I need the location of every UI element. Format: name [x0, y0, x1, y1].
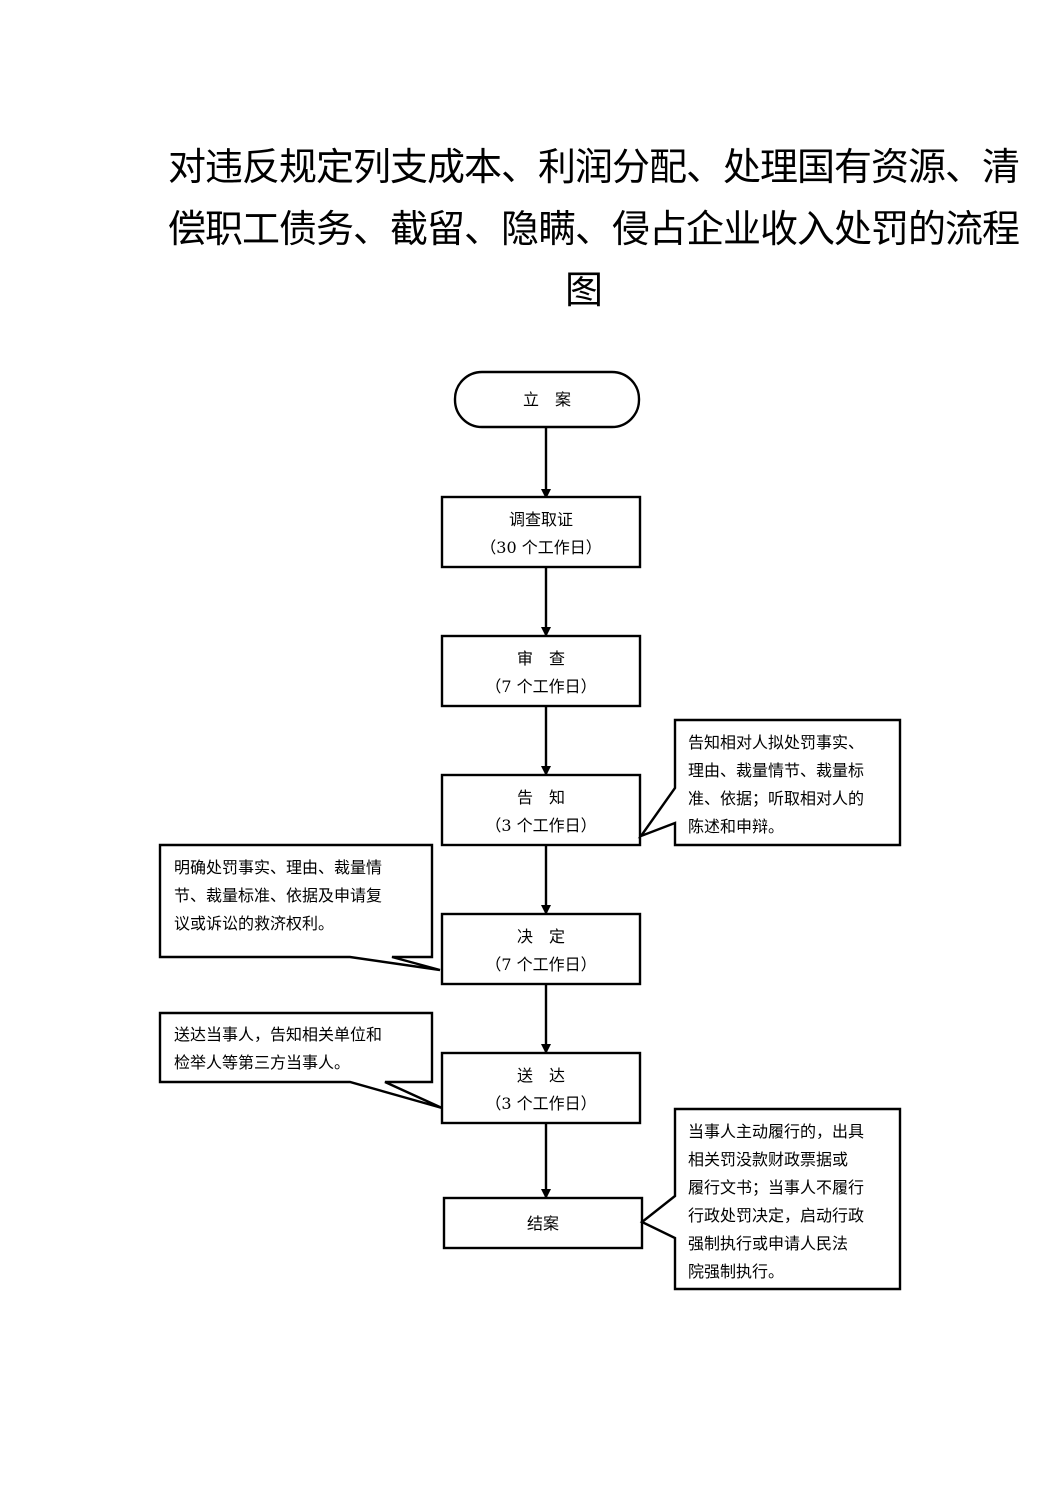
note-notify-line-1: 告知相对人拟处罚事实、	[688, 733, 864, 752]
note-close-line-4: 行政处罚决定，启动行政	[688, 1206, 864, 1225]
step-start-label: 立 案	[523, 390, 571, 409]
note-deliver-line-1: 送达当事人，告知相关单位和	[174, 1025, 382, 1044]
step-review: 审 查 （7 个工作日）	[440, 634, 642, 708]
step-investigation-label: 调查取证	[509, 510, 573, 529]
step-review-duration: （7 个工作日）	[485, 677, 596, 696]
note-notify-line-2: 理由、裁量情节、裁量标	[688, 761, 864, 780]
note-close-line-3: 履行文书；当事人不履行	[688, 1178, 864, 1197]
note-decide: 明确处罚事实、理由、裁量情 节、裁量标准、依据及申请复 议或诉讼的救济权利。	[158, 843, 441, 972]
step-start: 立 案	[453, 370, 641, 429]
page-title-line-1: 对违反规定列支成本、利润分配、处理国有资源、清	[168, 145, 1020, 189]
note-decide-line-2: 节、裁量标准、依据及申请复	[174, 886, 382, 905]
note-close: 当事人主动履行的，出具 相关罚没款财政票据或 履行文书；当事人不履行 行政处罚决…	[639, 1107, 902, 1291]
step-decide-duration: （7 个工作日）	[485, 955, 596, 974]
note-decide-line-1: 明确处罚事实、理由、裁量情	[174, 858, 382, 877]
step-investigation-duration: （30 个工作日）	[480, 538, 601, 557]
step-deliver: 送 达 （3 个工作日）	[440, 1051, 642, 1125]
step-review-label: 审 查	[517, 649, 565, 668]
note-close-line-6: 院强制执行。	[688, 1262, 784, 1281]
note-deliver: 送达当事人，告知相关单位和 检举人等第三方当事人。	[158, 1011, 443, 1110]
step-investigation: 调查取证 （30 个工作日）	[440, 495, 642, 569]
note-notify-line-4: 陈述和申辩。	[688, 817, 784, 836]
step-deliver-duration: （3 个工作日）	[485, 1094, 596, 1113]
step-close: 结案	[442, 1196, 644, 1250]
note-notify: 告知相对人拟处罚事实、 理由、裁量情节、裁量标 准、依据；听取相对人的 陈述和申…	[637, 718, 902, 847]
step-notify-duration: （3 个工作日）	[485, 816, 596, 835]
note-decide-line-3: 议或诉讼的救济权利。	[174, 914, 334, 933]
step-decide-label: 决 定	[517, 927, 565, 946]
note-close-line-5: 强制执行或申请人民法	[688, 1234, 848, 1253]
step-deliver-label: 送 达	[517, 1066, 565, 1085]
step-notify: 告 知 （3 个工作日）	[440, 773, 642, 847]
note-deliver-line-2: 检举人等第三方当事人。	[174, 1053, 350, 1072]
note-notify-line-3: 准、依据；听取相对人的	[688, 789, 864, 808]
page-title-line-2: 偿职工债务、截留、隐瞒、侵占企业收入处罚的流程	[168, 207, 1020, 251]
step-notify-label: 告 知	[517, 788, 565, 807]
note-close-line-2: 相关罚没款财政票据或	[688, 1150, 848, 1169]
step-decide: 决 定 （7 个工作日）	[440, 912, 642, 986]
step-close-label: 结案	[527, 1214, 559, 1233]
page-title-line-3: 图	[565, 268, 603, 312]
note-close-line-1: 当事人主动履行的，出具	[688, 1122, 864, 1141]
